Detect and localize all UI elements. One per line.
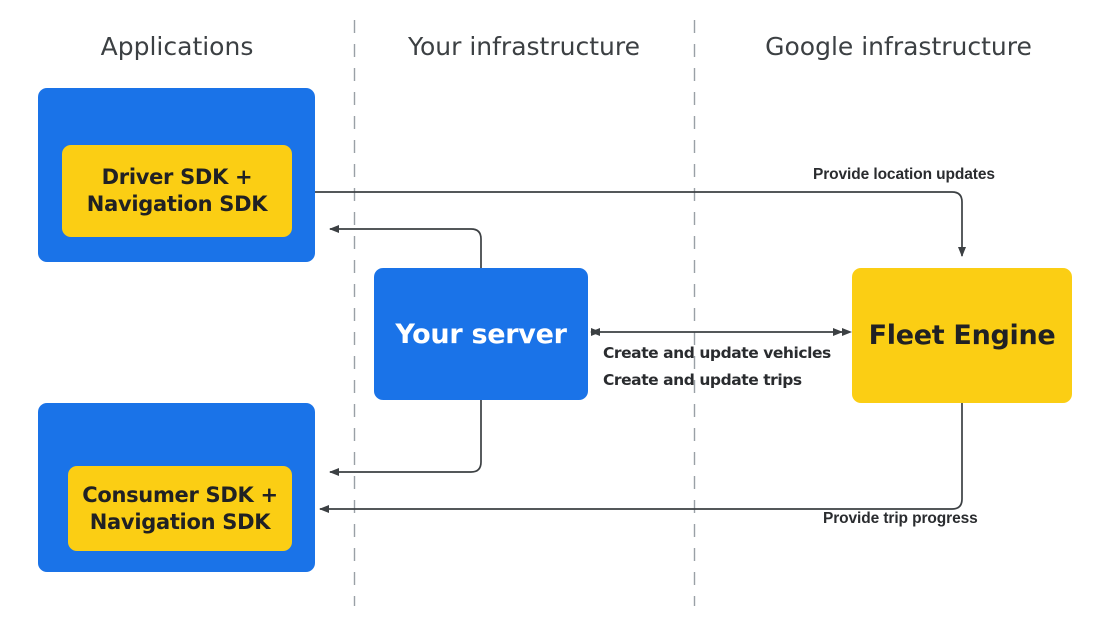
node-your-server[interactable]: Your server: [374, 268, 588, 400]
edge-label-provide-location-updates: Provide location updates: [813, 166, 995, 183]
node-driver-sdk[interactable]: Driver SDK + Navigation SDK: [62, 145, 292, 237]
driver-sdk-label: Driver SDK + Navigation SDK: [86, 165, 268, 216]
node-consumer-sdk[interactable]: Consumer SDK + Navigation SDK: [68, 466, 292, 551]
edge-server-fleet-engine-head-right: [842, 328, 852, 336]
edge-label-provide-trip-progress: Provide trip progress: [823, 510, 978, 527]
edge-server-to-consumer-app: [329, 400, 482, 476]
column-heading-your-infrastructure: Your infrastructure: [408, 32, 640, 61]
your-server-label: Your server: [395, 318, 567, 350]
column-heading-google-infrastructure: Google infrastructure: [765, 32, 1032, 61]
edge-label-create-and-update-vehicles: Create and update vehicles: [603, 344, 831, 362]
column-heading-applications: Applications: [100, 32, 254, 61]
edge-label-create-and-update-trips: Create and update trips: [603, 371, 802, 389]
edge-server-to-driver-app: [329, 225, 482, 268]
fleet-engine-label: Fleet Engine: [868, 320, 1056, 351]
edge-server-fleet-engine-head-left: [590, 328, 600, 336]
edge-fleet-engine-to-consumer-app: [319, 403, 963, 513]
edge-driver-to-fleet-engine: [292, 191, 966, 257]
consumer-sdk-label: Consumer SDK + Navigation SDK: [82, 482, 278, 534]
node-fleet-engine[interactable]: Fleet Engine: [852, 268, 1072, 403]
